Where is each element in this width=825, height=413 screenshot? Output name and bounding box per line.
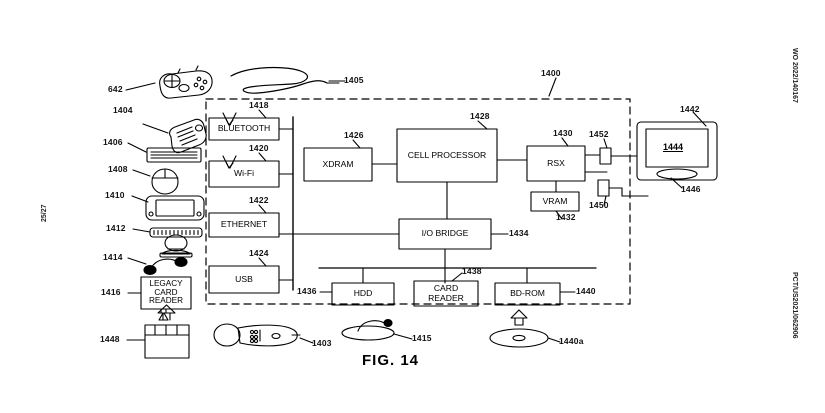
ref-1430: 1430 (553, 128, 573, 138)
ref-1428: 1428 (470, 111, 490, 121)
ref-1446: 1446 (681, 184, 701, 194)
block-ethernet: ETHERNET (220, 219, 268, 230)
ref-1436: 1436 (297, 286, 317, 296)
ref-1414: 1414 (103, 252, 123, 262)
block-bd-rom: BD-ROM (510, 288, 545, 299)
block-cell-processor: CELL PROCESSOR (407, 149, 487, 160)
ref-1450: 1450 (589, 200, 609, 210)
block-usb: USB (235, 273, 253, 284)
ref-1426: 1426 (344, 130, 364, 140)
ref-1400: 1400 (541, 68, 561, 78)
ref-1440a: 1440a (559, 336, 584, 346)
figure-caption: FIG. 14 (362, 352, 420, 369)
ref-1422: 1422 (249, 195, 269, 205)
ref-1403: 1403 (312, 338, 332, 348)
ref-1448: 1448 (100, 334, 120, 344)
block-card-reader: CARD READER (428, 283, 464, 303)
ref-1438: 1438 (462, 266, 482, 276)
ref-1408: 1408 (108, 164, 128, 174)
ref-1420: 1420 (249, 143, 269, 153)
ref-1404: 1404 (113, 105, 133, 115)
ref-1410: 1410 (105, 190, 125, 200)
ref-1442: 1442 (680, 104, 700, 114)
ref-1412: 1412 (106, 223, 126, 233)
display-screen-ref: 1444 (663, 142, 684, 152)
ref-642: 642 (108, 84, 123, 94)
ref-1418: 1418 (249, 100, 269, 110)
ref-1406: 1406 (103, 137, 123, 147)
margin-application-number: PCT/US2021/062906 (791, 272, 798, 339)
block-io-bridge: I/O BRIDGE (421, 228, 469, 239)
ref-1405: 1405 (344, 75, 364, 85)
ref-1434: 1434 (509, 228, 529, 238)
ref-1424: 1424 (249, 248, 269, 258)
block-xdram: XDRAM (322, 158, 354, 169)
ref-1415: 1415 (412, 333, 432, 343)
block-rsx: RSX (547, 157, 565, 168)
margin-page-number: 25/27 (41, 204, 48, 222)
block-bluetooth: BLUETOOTH (217, 123, 271, 134)
block-vram: VRAM (542, 195, 568, 206)
block-wifi: Wi-Fi (233, 168, 255, 179)
margin-publication-number: WO 2022/140167 (791, 48, 798, 103)
ref-1432: 1432 (556, 212, 576, 222)
block-hdd: HDD (353, 288, 373, 299)
block-legacy-card-reader: LEGACY CARD READER (148, 278, 184, 306)
ref-1416: 1416 (101, 287, 121, 297)
ref-1440: 1440 (576, 286, 596, 296)
ref-1452: 1452 (589, 129, 609, 139)
